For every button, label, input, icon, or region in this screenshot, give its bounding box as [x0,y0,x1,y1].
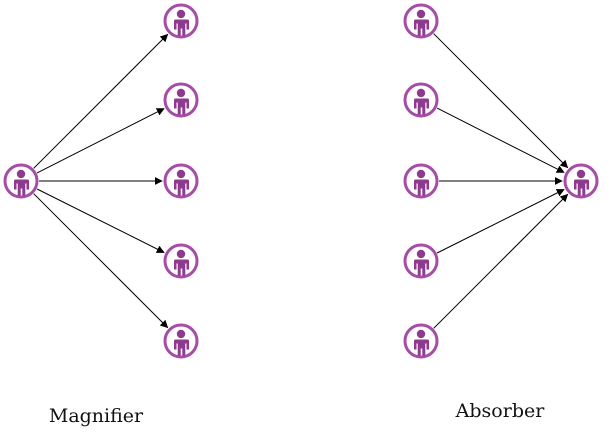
magnifier-arrow [36,188,165,253]
absorber-hub-node [563,163,599,199]
magnifier-leaf-node [163,243,199,279]
absorber-leaf-node [403,3,439,39]
absorber-leaf-node [403,323,439,359]
magnifier-arrow [33,33,169,169]
magnifier-diagram [3,3,199,359]
absorber-leaf-node [403,243,439,279]
magnifier-arrow [33,193,169,329]
absorber-arrow [433,193,569,329]
absorber-arrow [436,107,565,173]
absorber-label: Absorber [455,400,546,422]
absorber-arrow [433,33,569,169]
magnifier-leaf-node [163,3,199,39]
magnifier-hub-node [3,163,39,199]
absorber-leaf-node [403,163,439,199]
absorber-leaf-node [403,82,439,118]
magnifier-leaf-node [163,82,199,118]
magnifier-label: Magnifier [49,405,144,427]
absorber-arrow [436,189,565,254]
magnifier-leaf-node [163,323,199,359]
magnifier-leaf-node [163,163,199,199]
absorber-diagram [403,3,599,359]
magnifier-arrow [36,108,165,174]
